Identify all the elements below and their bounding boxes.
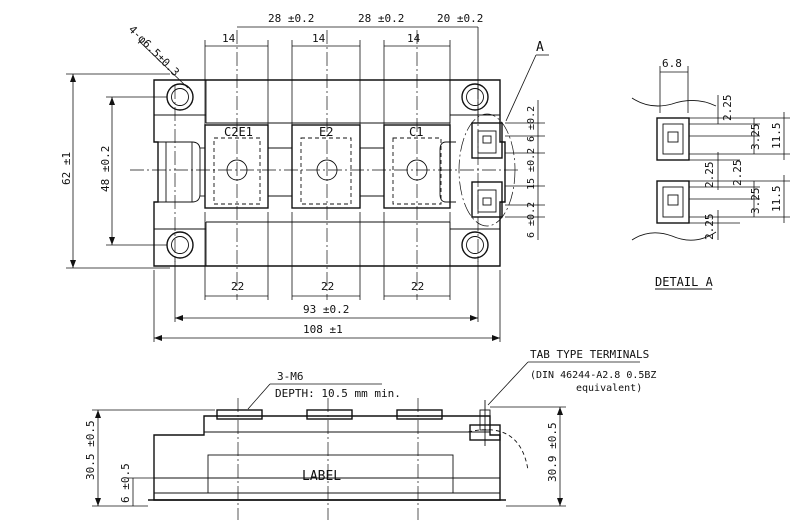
side-height-6: 6 ±0.5	[119, 463, 132, 503]
hole-callout: 4-φ6.5±0.3	[126, 23, 182, 79]
mounting-hole	[166, 83, 194, 111]
right-dim-6-upper: 6 ±0.2	[526, 106, 537, 142]
top-view: C2E1 E2 C1 28 ±0.2 28 ±0.2 20 ±0.2	[60, 12, 549, 342]
detail-dim-11-5-b: 11.5	[770, 186, 783, 213]
height-62: 62 ±1	[60, 152, 73, 185]
thread-callout: 3-M6	[277, 370, 304, 383]
dim-width-14-left: 14	[222, 32, 236, 45]
tab-terminal-upper	[471, 122, 503, 159]
dim-pitch-20: 20 ±0.2	[437, 12, 483, 25]
tab-terminals-equivalent: equivalent)	[576, 383, 642, 394]
detail-dim-11-5-a: 11.5	[770, 123, 783, 150]
mounting-hole	[461, 231, 489, 259]
detail-dim-2-25-c: 2.25	[731, 160, 744, 187]
dim-pitch-28-left: 28 ±0.2	[268, 12, 314, 25]
side-body-outline	[153, 415, 501, 501]
terminal-label-e2: E2	[319, 125, 333, 139]
mounting-hole	[166, 231, 194, 259]
dim-22-right: 22	[411, 280, 424, 293]
dim-width-14-middle: 14	[312, 32, 326, 45]
right-dim-6-lower: 6 ±0.2	[526, 202, 537, 238]
detail-dim-3-25-a: 3.25	[749, 124, 762, 151]
detail-tab-upper	[656, 117, 690, 161]
height-48: 48 ±0.2	[99, 146, 112, 192]
dim-108: 108 ±1	[303, 323, 343, 336]
dim-width-14-right: 14	[407, 32, 421, 45]
dim-22-middle: 22	[321, 280, 334, 293]
mounting-hole	[461, 83, 489, 111]
label-text: LABEL	[302, 469, 341, 484]
module-outline	[153, 79, 506, 267]
detail-dim-2-25-b: 2.25	[703, 162, 716, 189]
terminal-label-c2e1: C2E1	[224, 125, 253, 139]
detail-a-title: DETAIL A	[655, 275, 714, 289]
detail-a-circle	[458, 113, 516, 227]
detail-tab-lower	[656, 180, 690, 224]
right-dim-15: 15 ±0.2	[526, 148, 537, 190]
detail-dim-2-25-d: 2.25	[703, 214, 716, 241]
tab-terminals-spec: (DIN 46244-A2.8 0.5BZ	[530, 370, 656, 381]
side-view: LABEL 3-M6 DEPTH: 10.5 mm min. 30.5 ±0.5…	[84, 348, 656, 520]
detail-dim-3-25-b: 3.25	[749, 188, 762, 215]
side-height-30-5: 30.5 ±0.5	[84, 420, 97, 480]
detail-a-view: 6.8 2.25 3.25 11.5	[631, 57, 790, 290]
tab-terminals-title: TAB TYPE TERMINALS	[530, 348, 649, 361]
dim-pitch-28-right: 28 ±0.2	[358, 12, 404, 25]
side-height-30-9: 30.9 ±0.5	[546, 422, 559, 482]
tab-terminal-lower	[471, 181, 503, 218]
detail-dim-2-25-a: 2.25	[721, 95, 734, 122]
terminal-label-c1: C1	[409, 125, 423, 139]
label-box	[207, 454, 454, 494]
dim-22-left: 22	[231, 280, 244, 293]
detail-a-marker: A	[536, 40, 544, 55]
detail-dim-6-8: 6.8	[662, 57, 682, 70]
dim-93: 93 ±0.2	[303, 303, 349, 316]
depth-callout: DEPTH: 10.5 mm min.	[275, 387, 401, 400]
